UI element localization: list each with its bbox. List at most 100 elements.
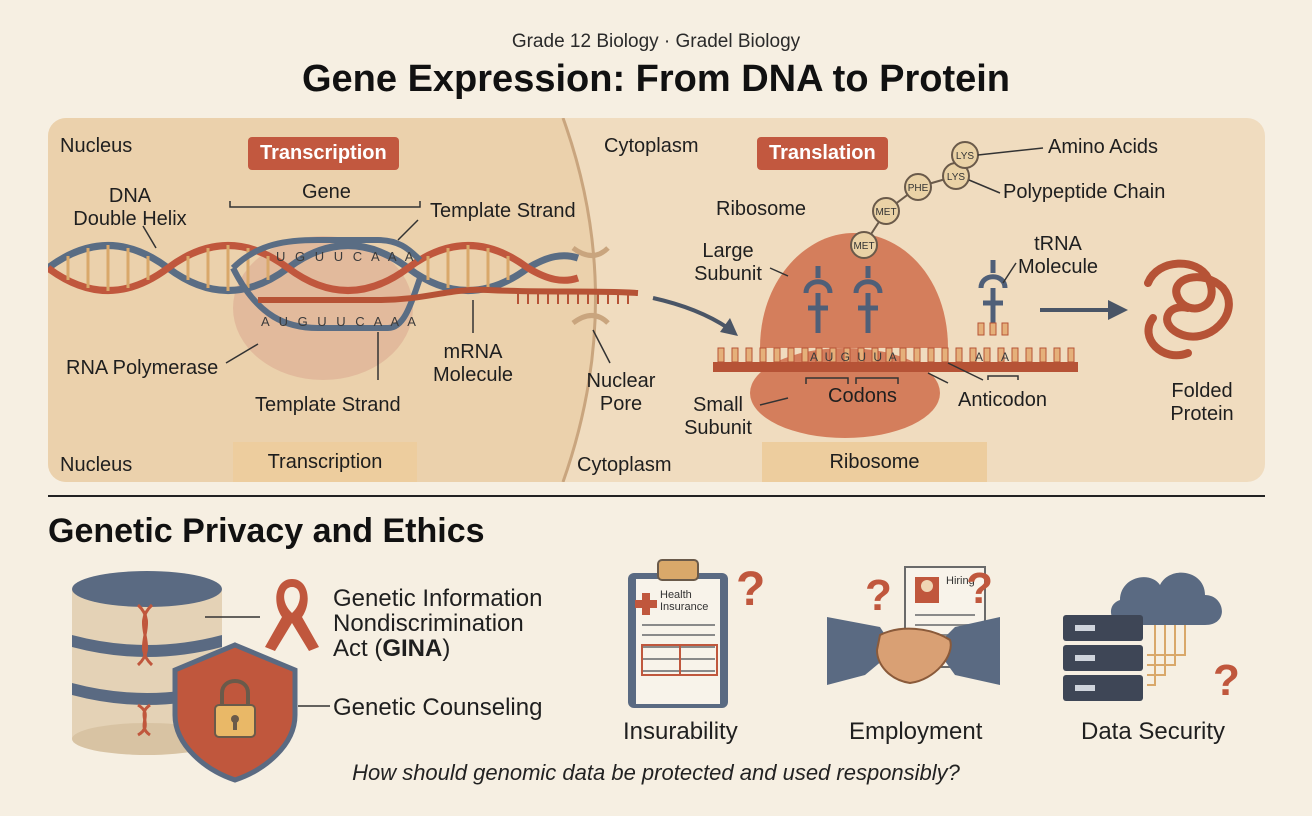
nuclear-pore-label-line2: Pore <box>599 393 643 415</box>
polypeptide-chain-label: Polypeptide Chain <box>1003 181 1166 203</box>
translation-badge: Translation <box>757 137 888 170</box>
trna-label-line1: tRNA <box>1034 233 1082 255</box>
dna-label-line1: DNA <box>108 185 152 207</box>
template-strand-label-top: Template Strand <box>430 200 576 222</box>
trna-label: tRNA Molecule <box>1018 233 1098 279</box>
ethics-question: How should genomic data be protected and… <box>352 760 960 785</box>
clipboard-icon <box>628 559 728 708</box>
employment-illustration: Hiring ? ? <box>827 564 1000 685</box>
gene-expression-diagram: U G U U C A A A A U G U U C A A A A U G … <box>48 118 1233 482</box>
transcription-badge: Transcription <box>248 137 399 170</box>
nuclear-pore-label: Nuclear Pore <box>576 370 666 416</box>
nucleus-label-top: Nucleus <box>60 135 133 157</box>
polypeptide-leader <box>968 179 1001 194</box>
amino-acid-beads <box>850 141 979 259</box>
aa-lys-2: LYS <box>956 151 974 162</box>
amino-acids-label: Amino Acids <box>1048 136 1159 158</box>
aa-phe: PHE <box>908 183 929 194</box>
gina-label: Genetic Information Nondiscrimination Ac… <box>333 586 542 662</box>
transcription-footer: Transcription <box>233 442 417 482</box>
export-arrowhead <box>720 318 738 336</box>
export-arrow <box>652 296 730 330</box>
mrna-label-line2: Molecule <box>432 364 514 386</box>
question-mark-left-icon: ? <box>865 571 892 620</box>
upper-bases: U G U U C A A A <box>276 249 416 264</box>
dna-base-pairs <box>66 245 510 291</box>
gina-label-line3: Act (GINA) <box>333 636 542 661</box>
gina-label-suffix: ) <box>442 635 451 663</box>
small-subunit-label-line2: Subunit <box>684 417 752 439</box>
dna-icon <box>136 603 154 737</box>
folded-protein-label: Folded Protein <box>1158 380 1246 426</box>
dna-label-line2: Double Helix <box>73 208 187 230</box>
cytoplasm-label-top: Cytoplasm <box>604 135 699 157</box>
leader-lines <box>142 201 1019 406</box>
health-insurance-line1: Health <box>660 589 692 601</box>
data-security-illustration: ? <box>1063 572 1240 705</box>
folded-protein-label-line1: Folded <box>1171 380 1233 402</box>
trna-in-ribosome <box>803 266 883 333</box>
gina-label-line2: Nondiscrimination <box>333 610 524 638</box>
question-mark-right-icon: ? <box>966 564 993 613</box>
question-mark-icon: ? <box>1213 656 1240 705</box>
insurability-label: Insurability <box>623 718 738 745</box>
aa-lys-1: LYS <box>947 172 965 183</box>
dna-label: DNA Double Helix <box>70 185 190 231</box>
page-title: Gene Expression: From DNA to Protein <box>301 58 1011 100</box>
mrna-label: mRNA Molecule <box>421 341 525 387</box>
mrna-strand <box>258 286 639 303</box>
shield-lock-icon <box>172 642 298 783</box>
codons-label: Codons <box>828 385 897 407</box>
folded-protein-shape <box>1144 259 1233 360</box>
data-security-label: Data Security <box>1081 718 1226 745</box>
question-mark-icon: ? <box>736 563 765 616</box>
large-subunit-label: Large Subunit <box>688 240 768 286</box>
page-subtitle: Grade 12 Biology · Gradel Biology <box>511 31 801 52</box>
aa-met-1: MET <box>853 241 874 252</box>
handshake-icon <box>827 617 1000 685</box>
large-subunit-label-line1: Large <box>702 240 754 262</box>
network-lines <box>1147 625 1186 686</box>
gina-acronym: GINA <box>382 635 443 663</box>
aa-met-2: MET <box>875 207 896 218</box>
awareness-ribbon-icon <box>265 579 319 651</box>
template-strand-upper <box>230 237 423 271</box>
small-subunit-label-line1: Small <box>692 394 743 416</box>
nuclear-pore-bottom <box>571 313 610 326</box>
anticodon-label: Anticodon <box>958 389 1047 411</box>
gene-label: Gene <box>302 181 351 203</box>
nuclear-pore-top <box>571 245 610 258</box>
large-subunit-label-line2: Subunit <box>694 263 762 285</box>
free-trna-anticodon <box>977 322 1009 336</box>
hiring-label: Hiring <box>946 575 975 587</box>
cytoplasm-label-bottom: Cytoplasm <box>577 454 672 476</box>
ribosome-label: Ribosome <box>716 198 807 220</box>
nuclear-envelope <box>561 118 597 482</box>
template-strand-lower <box>230 266 423 331</box>
folded-protein-label-line2: Protein <box>1170 403 1234 425</box>
genetic-counseling-label: Genetic Counseling <box>333 694 543 721</box>
cloud-icon <box>1110 572 1222 625</box>
lower-bases: A U G U U C A A A <box>261 314 419 329</box>
rna-polymerase-label: RNA Polymerase <box>66 357 219 379</box>
server-rack-icon <box>1063 615 1143 701</box>
nuclear-pore-label-line1: Nuclear <box>586 370 656 392</box>
small-subunit-label: Small Subunit <box>678 394 758 440</box>
employment-label: Employment <box>849 718 983 745</box>
dna-strand-red <box>48 242 580 294</box>
mrna-label-line1: mRNA <box>443 341 503 363</box>
gina-illustration <box>72 571 330 783</box>
gina-label-prefix: Act ( <box>333 635 383 663</box>
trna-label-line2: Molecule <box>1018 256 1099 278</box>
ethics-heading: Genetic Privacy and Ethics <box>48 512 485 550</box>
ribosome-footer: Ribosome <box>762 442 987 482</box>
health-insurance-line2: Insurance <box>660 601 708 613</box>
mrna-teeth <box>517 293 629 304</box>
gina-label-line1: Genetic Information <box>333 585 543 612</box>
trna-bases: A A <box>975 350 1017 364</box>
ribosome-bases: A U G U U A <box>810 350 899 364</box>
free-trna <box>978 260 1008 328</box>
insurability-illustration: Health Insurance ? <box>628 559 765 708</box>
nucleus-label-bottom: Nucleus <box>60 454 133 476</box>
amino-acids-leader <box>977 147 1044 156</box>
